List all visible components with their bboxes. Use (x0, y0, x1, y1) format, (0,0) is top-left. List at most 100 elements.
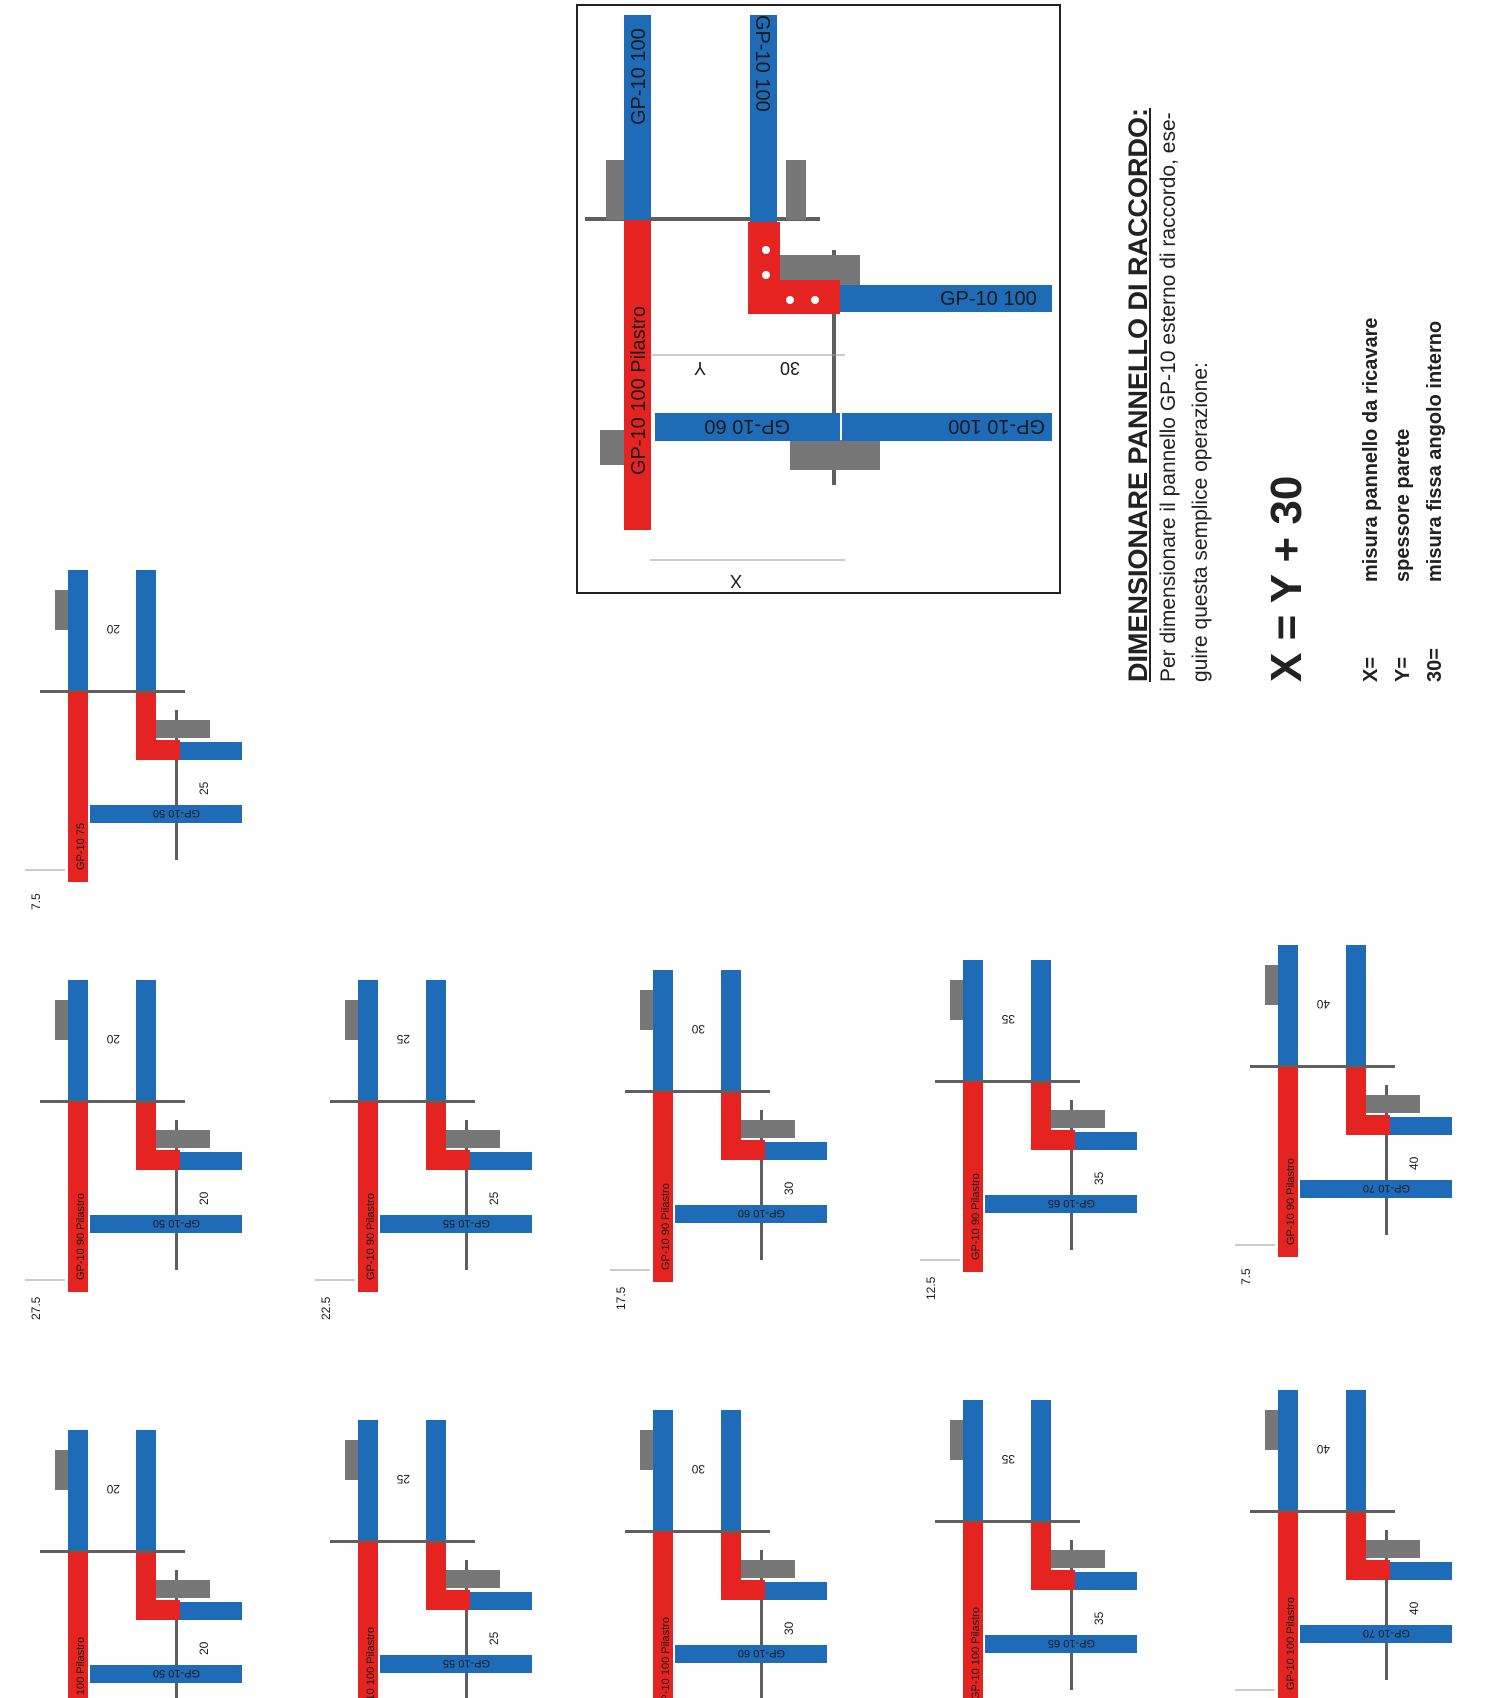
panel-right (180, 742, 242, 760)
clamp (1045, 1550, 1105, 1568)
legend-key: 30= (1424, 648, 1446, 682)
panel-top-left (963, 960, 983, 1080)
panel-bottom (90, 1215, 242, 1233)
panel-bottom (90, 805, 242, 823)
tie-bar (40, 1550, 185, 1553)
pillar-panel (653, 1532, 673, 1698)
panel-top-left-label: GP-10 100 (628, 28, 650, 125)
inner-corner-angle (136, 693, 180, 760)
wall-thickness-value: 35 (1092, 1171, 1106, 1185)
wall-thickness-value: 35 (1092, 1611, 1106, 1625)
panel-bottom (675, 1645, 827, 1663)
clamp (950, 1420, 964, 1460)
wall-width-value: 20 (106, 622, 120, 636)
panel-top-right (136, 570, 156, 690)
main-diagram: GP-10 100 Pilastro GP-10 100 GP-10 100 G… (576, 4, 1061, 594)
offset-value: 12.5 (924, 1276, 938, 1300)
pillar-panel (963, 1082, 983, 1272)
formula: X = Y + 30 (1262, 475, 1311, 682)
tie-bar (760, 1550, 763, 1698)
clamp (1360, 1540, 1420, 1558)
inner-corner-angle (721, 1093, 765, 1160)
panel-top-right (1031, 1400, 1051, 1520)
tie-bar (1250, 1510, 1395, 1513)
panel-right (180, 1602, 242, 1620)
panel-right (765, 1142, 827, 1160)
instructions-text-line1: Per dimensionare il pannello GP-10 ester… (1157, 112, 1180, 682)
tie-bar (175, 1570, 178, 1698)
panel-top-left (68, 1430, 88, 1550)
tie-bar (1250, 1065, 1395, 1068)
clamp (640, 1430, 654, 1470)
clamp (440, 1570, 500, 1588)
panel-top-right (721, 970, 741, 1090)
tie-bar (935, 1520, 1080, 1523)
tie-bar (1385, 1530, 1388, 1680)
pillar-panel (1278, 1067, 1298, 1257)
panel-label: GP-10 60 (738, 1207, 785, 1219)
hole (762, 246, 770, 254)
offset-value: 22.5 (319, 1296, 333, 1320)
panel-top-left (1278, 1390, 1298, 1510)
pillar-label: GP-10 100 Pilastro (1285, 1597, 1297, 1690)
offset-value: 17.5 (614, 1286, 628, 1310)
panel-top-right (721, 1410, 741, 1530)
tie-bar (330, 1100, 475, 1103)
panel-top-right (426, 1420, 446, 1540)
clamp (1265, 1410, 1279, 1450)
tie-bar (175, 710, 178, 860)
panel-label: GP-10 50 (153, 1667, 200, 1679)
clamp (345, 1440, 359, 1480)
tie-bar (1070, 1540, 1073, 1690)
panel-top-left (358, 980, 378, 1100)
tie-bar (40, 1100, 185, 1103)
tie-bar (465, 1120, 468, 1270)
clamp (440, 1130, 500, 1148)
tie-bar (40, 690, 185, 693)
panel-top-left (963, 1400, 983, 1520)
panel-bottom (655, 413, 840, 441)
legend-text: spessore parete (1392, 428, 1414, 582)
panel-top-left (653, 1410, 673, 1530)
panel-bottom (380, 1215, 532, 1233)
panel-label: GP-10 50 (153, 1217, 200, 1229)
pillar-panel (963, 1522, 983, 1698)
tie-bar (832, 250, 836, 485)
clamp (606, 160, 626, 220)
panel-label: GP-10 70 (1363, 1627, 1410, 1639)
dim-30-label: 30 (780, 358, 800, 378)
tie-bar (1385, 1085, 1388, 1235)
wall-width-value: 20 (106, 1032, 120, 1046)
panel-top-right (1031, 960, 1051, 1080)
hole (811, 296, 819, 304)
clamp (55, 1450, 69, 1490)
panel-top-left (68, 980, 88, 1100)
pillar-panel (358, 1542, 378, 1698)
clamp (786, 160, 806, 220)
pillar-label: GP-10 100 Pilastro (660, 1617, 672, 1698)
wall-thickness-value: 20 (197, 1191, 211, 1205)
panel-right (470, 1152, 532, 1170)
wall-width-value: 25 (396, 1472, 410, 1486)
wall-thickness-value: 30 (782, 1621, 796, 1635)
panel-label: GP-10 60 (738, 1647, 785, 1659)
tie-bar (330, 1540, 475, 1543)
wall-thickness-value: 25 (487, 1631, 501, 1645)
clamp (345, 1000, 359, 1040)
panel-bottom (1300, 1180, 1452, 1198)
clamp (950, 980, 964, 1020)
hole (762, 271, 770, 279)
main-diagram-frame (576, 4, 1061, 594)
panel-right (1075, 1132, 1137, 1150)
wall-width-value: 30 (691, 1462, 705, 1476)
instructions-text-line2: guire questa semplice operazione: (1189, 362, 1212, 682)
panel-top-left (358, 1420, 378, 1540)
clamp (55, 1000, 69, 1040)
legend-text: misura fissa angolo interno (1424, 320, 1446, 582)
